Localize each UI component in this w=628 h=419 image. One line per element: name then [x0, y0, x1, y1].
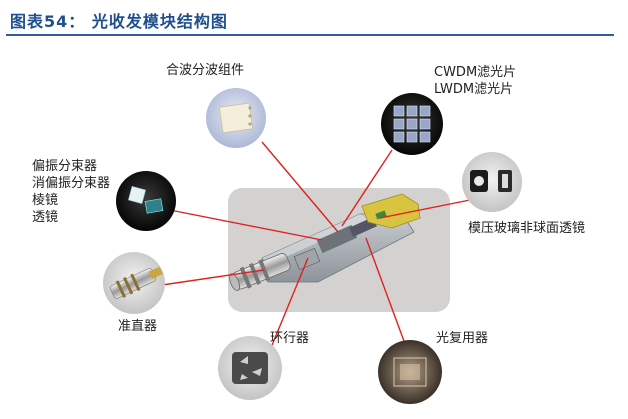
- label-multiplexer: 光复用器: [436, 331, 489, 346]
- multiplexer-bubble: [378, 340, 442, 404]
- combiner-bubble: [206, 88, 266, 148]
- figure-title: 图表54： 光收发模块结构图: [10, 12, 228, 31]
- figure-header: 图表54： 光收发模块结构图: [6, 6, 614, 36]
- module-assembly: [229, 193, 421, 292]
- circulator-bubble: [218, 336, 282, 400]
- label-combiner: 合波分波组件: [166, 63, 245, 78]
- label-molded-lens: 模压玻璃非球面透镜: [468, 221, 586, 236]
- label-lwdm-filter: LWDM滤光片: [434, 82, 514, 97]
- label-pbs: 偏振分束器: [32, 159, 98, 174]
- filter-bubble: [381, 93, 443, 155]
- label-circulator: 环行器: [270, 331, 310, 346]
- label-lens: 透镜: [32, 210, 59, 225]
- label-depolarizing-pbs: 消偏振分束器: [32, 176, 111, 191]
- label-prism: 棱镜: [32, 193, 59, 208]
- collimator-bubble: [103, 252, 165, 314]
- label-collimator: 准直器: [118, 319, 158, 334]
- splitter-bubble: [116, 171, 176, 231]
- label-cwdm-filter: CWDM滤光片: [434, 65, 517, 80]
- molded-lens-bubble: [462, 152, 522, 212]
- pointer-lines: [161, 141, 471, 353]
